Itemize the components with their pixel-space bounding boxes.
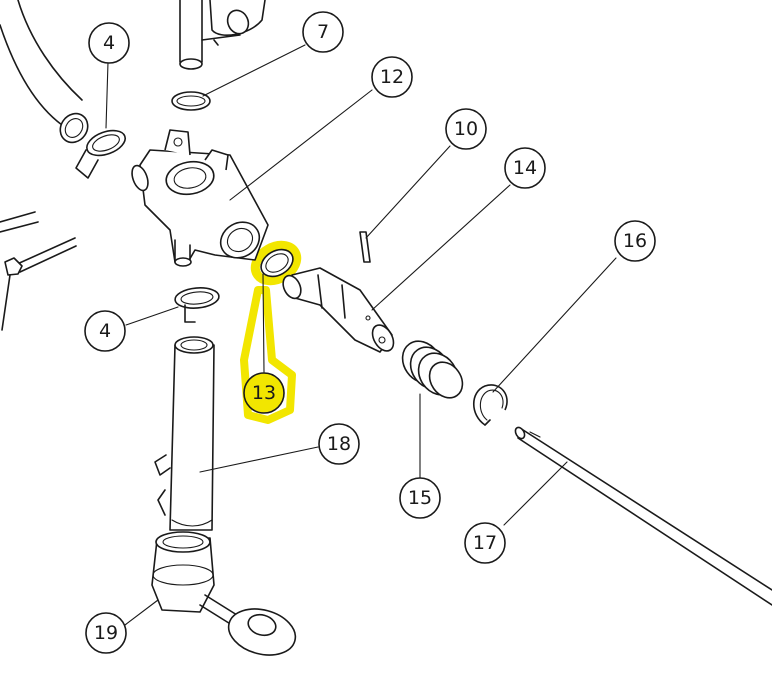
callout-10: 10 [445, 108, 487, 150]
callout-15: 15 [399, 477, 441, 519]
callout-4-upper-label: 4 [103, 32, 115, 54]
callout-12-label: 12 [380, 66, 404, 88]
callout-13-label: 13 [252, 382, 276, 404]
part-13-highlight [240, 240, 302, 424]
rod-17 [514, 426, 772, 606]
spool-14 [282, 267, 395, 353]
callout-14-label: 14 [513, 157, 537, 179]
callout-18-label: 18 [327, 433, 351, 455]
spring-15 [401, 340, 464, 399]
callout-17: 17 [464, 522, 506, 564]
callout-19: 19 [85, 612, 127, 654]
hose-top-left [0, 0, 89, 144]
snap-ring-16 [472, 384, 508, 426]
callout-16: 16 [614, 220, 656, 262]
callout-16-label: 16 [623, 230, 647, 252]
hose-clamp-lower [174, 287, 220, 323]
o-ring-13 [260, 248, 294, 278]
callout-4-lower: 4 [84, 310, 126, 352]
callout-14: 14 [504, 147, 546, 189]
hose-18 [154, 336, 215, 531]
leader-lines [105, 44, 617, 626]
callout-17-label: 17 [473, 532, 497, 554]
hose-clamp-upper [75, 129, 126, 179]
callout-19-label: 19 [94, 622, 118, 644]
callout-4-upper: 4 [88, 22, 130, 64]
pin-10 [359, 231, 371, 263]
callout-18: 18 [318, 423, 360, 465]
callout-13: 13 [243, 372, 285, 414]
callout-12: 12 [371, 56, 413, 98]
callout-15-label: 15 [408, 487, 432, 509]
callout-4-lower-label: 4 [99, 320, 111, 342]
o-ring-7 [171, 91, 211, 111]
screws-left [0, 211, 77, 331]
fitting-19 [151, 531, 297, 656]
callout-7-label: 7 [317, 21, 329, 43]
valve-body-12 [131, 129, 269, 267]
callout-10-label: 10 [454, 118, 478, 140]
pipe-top-fragment [179, 0, 266, 70]
callout-7: 7 [302, 11, 344, 53]
